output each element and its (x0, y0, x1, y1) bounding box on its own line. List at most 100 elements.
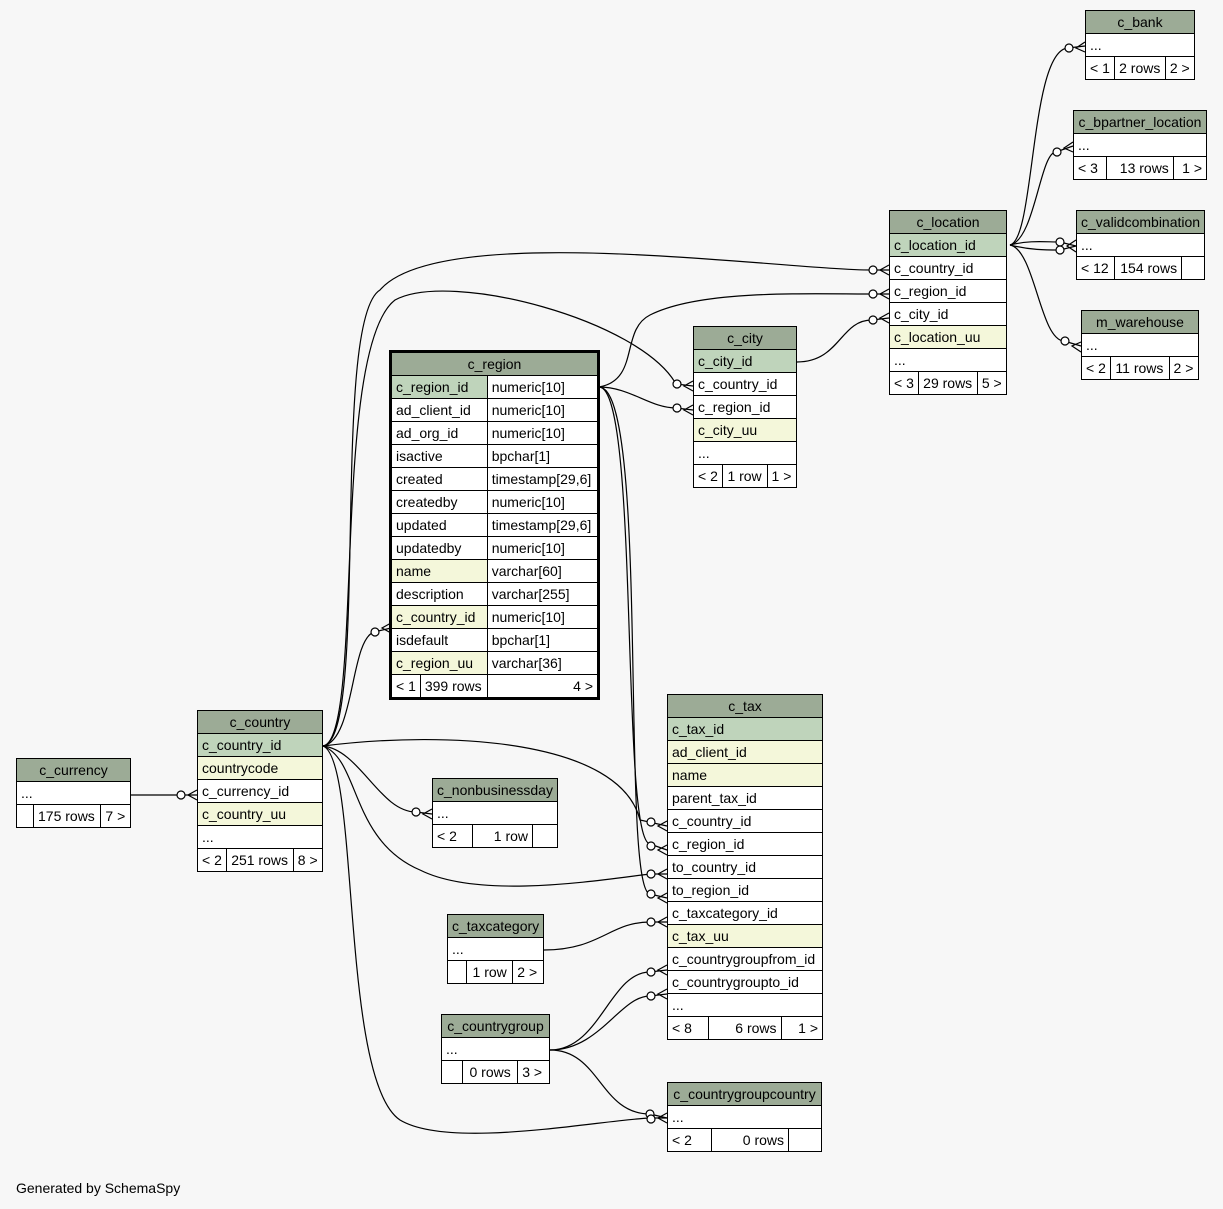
children-count: 2 > (512, 960, 545, 984)
column-primary-key: c_country_id (197, 733, 323, 757)
column: c_region_id (667, 832, 823, 856)
parents-count: < 2 (1080, 356, 1112, 380)
row-count: 29 rows (918, 371, 978, 395)
table-title: c_currency (16, 758, 131, 782)
optional-circle-marker (411, 807, 421, 817)
column-ellipsis: ... (1081, 333, 1199, 357)
crowfoot-marker (656, 964, 668, 976)
table-title: c_city (693, 326, 797, 350)
table-c-taxcategory[interactable]: c_taxcategory ... 1 row 2 > (446, 914, 545, 984)
children-count: 7 > (100, 804, 131, 828)
parents-count: < 2 (431, 824, 474, 848)
optional-circle-marker (646, 1114, 656, 1124)
column-ellipsis: ... (1085, 33, 1195, 57)
optional-circle-marker (646, 991, 656, 1001)
column-type: numeric[10] (486, 605, 600, 629)
column-name: description (390, 582, 488, 606)
parents-count: < 1 (390, 674, 421, 699)
column-indexed: countrycode (197, 756, 323, 780)
table-c-countrygroup[interactable]: c_countrygroup ... 0 rows 3 > (441, 1014, 550, 1084)
crowfoot-marker (656, 1112, 668, 1124)
crowfoot-marker (1062, 141, 1074, 153)
column: c_countrygroupto_id (667, 970, 823, 994)
row-count: 13 rows (1106, 156, 1174, 180)
column: parent_tax_id (667, 786, 823, 810)
optional-circle-marker (646, 869, 656, 879)
column-type: numeric[10] (486, 421, 600, 445)
edge-region-tax-region (598, 386, 668, 851)
children-count: 1 > (766, 464, 798, 488)
column-ellipsis: ... (667, 1105, 822, 1129)
optional-circle-marker (646, 967, 656, 977)
table-title: c_tax (667, 694, 823, 718)
crowfoot-marker (1065, 239, 1077, 253)
column-name: isdefault (390, 628, 488, 652)
table-c-location[interactable]: c_location c_location_id c_country_id c_… (888, 210, 1008, 395)
column-type: bpchar[1] (486, 628, 600, 652)
table-c-tax[interactable]: c_tax c_tax_id ad_client_id name parent_… (666, 694, 824, 1040)
parents-count: < 2 (196, 848, 228, 872)
crowfoot-marker (656, 892, 668, 904)
column-type: bpchar[1] (486, 444, 600, 468)
table-c-bpartner-location[interactable]: c_bpartner_location ... < 3 13 rows 1 > (1072, 110, 1208, 180)
edge-region-tax-toregion (598, 386, 668, 899)
column-ellipsis: ... (197, 825, 323, 849)
edge-location-warehouse (1009, 244, 1082, 347)
crowfoot-marker (656, 988, 668, 1000)
children-count: 8 > (292, 848, 324, 872)
table-c-country[interactable]: c_country c_country_id countrycode c_cur… (196, 710, 324, 872)
column-indexed: c_location_uu (889, 325, 1007, 349)
column-primary-key: c_city_id (693, 349, 797, 373)
optional-circle-marker (646, 841, 656, 851)
optional-circle-marker (646, 889, 656, 899)
children-count (788, 1128, 822, 1152)
children-count: 4 > (486, 674, 600, 699)
crowfoot-marker (1070, 341, 1082, 353)
optional-circle-marker (1060, 336, 1070, 346)
column-ellipsis: ... (889, 348, 1007, 372)
table-c-city[interactable]: c_city c_city_id c_country_id c_region_i… (692, 326, 798, 488)
column-ellipsis: ... (432, 801, 558, 825)
edge-countrygroup-countrygroupcountry (549, 1049, 668, 1119)
table-c-currency[interactable]: c_currency ... 175 rows 7 > (16, 758, 131, 828)
column-type: varchar[60] (486, 559, 600, 583)
column-type: numeric[10] (486, 398, 600, 422)
column: c_city_id (889, 302, 1007, 326)
column-indexed: c_tax_uu (667, 924, 823, 948)
parents-count: < 8 (666, 1016, 710, 1040)
table-title: c_region (390, 351, 599, 376)
generated-by-footer: Generated by SchemaSpy (16, 1180, 181, 1196)
parents-count: < 12 (1076, 256, 1115, 280)
edge-location-bank (1009, 45, 1086, 246)
parents-count: < 2 (692, 464, 724, 488)
row-count: 2 rows (1114, 56, 1166, 80)
table-m-warehouse[interactable]: m_warehouse ... < 2 11 rows 2 > (1080, 310, 1200, 380)
row-count: 154 rows (1113, 256, 1183, 280)
table-c-countrygroupcountry[interactable]: c_countrygroupcountry ... < 2 0 rows (666, 1082, 822, 1152)
children-count: 2 > (1168, 356, 1200, 380)
edge-country-city (322, 290, 694, 747)
table-c-nonbusinessday[interactable]: c_nonbusinessday ... < 2 1 row (431, 778, 558, 848)
table-title: c_country (197, 710, 323, 734)
children-count: 1 > (780, 1016, 824, 1040)
column-name: ad_client_id (390, 398, 488, 422)
edge-location-validcombination-2 (1009, 244, 1077, 251)
table-title: c_countrygroupcountry (667, 1082, 822, 1106)
optional-circle-marker (868, 265, 878, 275)
column-type: numeric[10] (486, 536, 600, 560)
crowfoot-marker (878, 312, 890, 324)
table-c-validcombination[interactable]: c_validcombination ... < 12 154 rows (1075, 210, 1206, 280)
column-indexed: ad_client_id (667, 740, 823, 764)
column-ellipsis: ... (446, 937, 545, 961)
children-count (532, 824, 558, 848)
table-c-bank[interactable]: c_bank ... < 1 2 rows 2 > (1084, 10, 1196, 80)
children-count (1181, 256, 1206, 280)
crowfoot-marker (1074, 41, 1086, 53)
optional-circle-marker (176, 790, 186, 800)
table-title: c_bank (1085, 10, 1195, 34)
crowfoot-marker (421, 808, 433, 820)
crowfoot-marker (656, 820, 668, 832)
row-count: 11 rows (1110, 356, 1170, 380)
row-count: 0 rows (711, 1128, 789, 1152)
